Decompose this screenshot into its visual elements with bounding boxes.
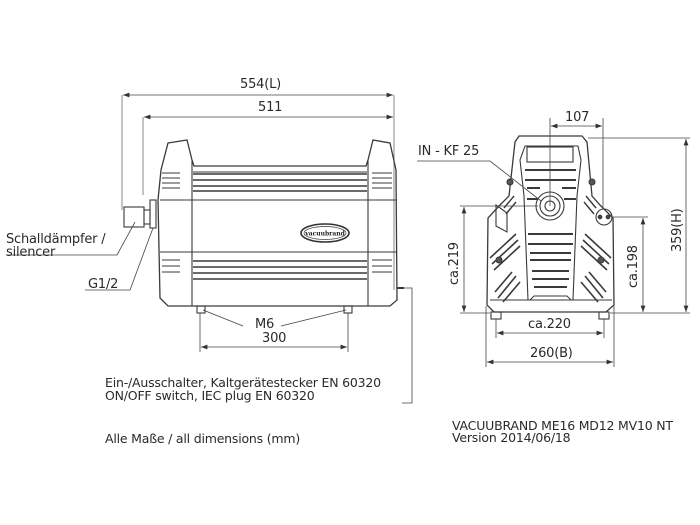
outlet-thread-label: G1/2: [88, 277, 119, 292]
product-title: VACUUBRAND ME16 MD12 MV10 NT: [452, 418, 673, 433]
dim-feet-spacing-side: 300: [262, 331, 287, 346]
dim-feet-spacing-front: ca.220: [528, 317, 571, 332]
dim-outlet-height: ca.198: [626, 245, 641, 288]
feet-thread-label: M6: [255, 317, 275, 332]
inlet-label: IN - KF 25: [418, 144, 480, 159]
switch-note-de: Ein-/Ausschalter, Kaltgerätestecker EN 6…: [105, 375, 381, 390]
silencer-label-en: silencer: [6, 245, 56, 260]
units-note: Alle Maße / all dimensions (mm): [105, 431, 301, 446]
switch-note-en: ON/OFF switch, IEC plug EN 60320: [105, 388, 315, 403]
dim-inlet-offset: 107: [565, 110, 590, 125]
silencer-label-de: Schalldämpfer /: [6, 232, 106, 247]
dim-overall-width: 260(B): [530, 346, 573, 361]
svg-text:vacuubrand: vacuubrand: [304, 231, 345, 238]
side-view-pump: [121, 92, 404, 314]
vacuubrand-logo: vacuubrand: [300, 223, 350, 243]
dim-overall-height: 359(H): [670, 208, 685, 252]
front-view-pump: [486, 135, 615, 320]
dim-body-length: 511: [258, 100, 283, 115]
dim-overall-length: 554(L): [240, 77, 281, 92]
dim-inlet-height: ca.219: [447, 242, 462, 285]
version-label: Version 2014/06/18: [452, 430, 571, 445]
